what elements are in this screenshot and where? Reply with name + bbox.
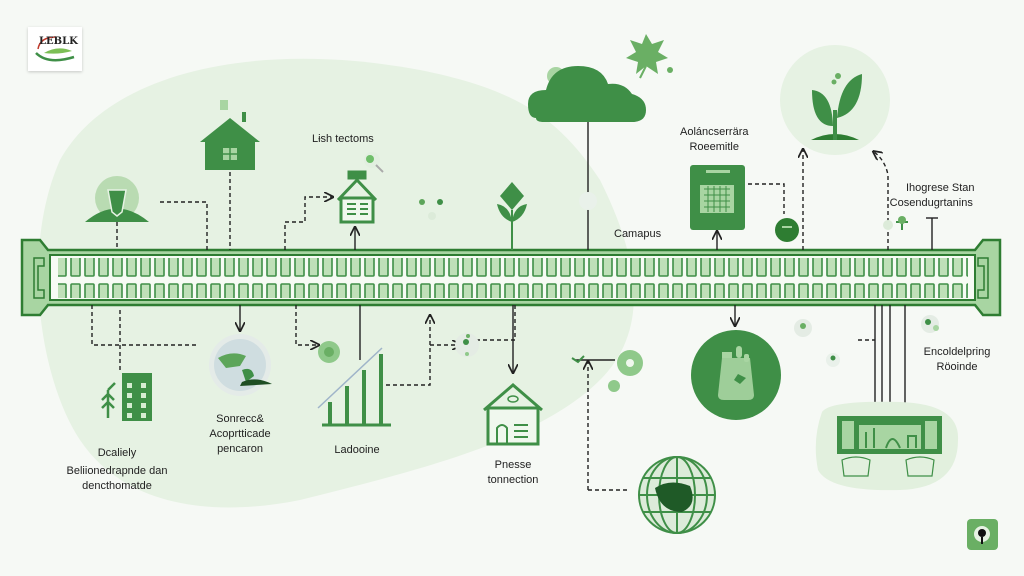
magnifier-icon — [364, 152, 384, 173]
label-line: Pnesse — [494, 459, 532, 471]
label-line: Acoprtticade — [209, 428, 271, 440]
flower-icon — [318, 341, 340, 363]
label-advanced: Aoláncserrära Roeemitle — [680, 125, 748, 155]
home-icon — [483, 383, 543, 446]
cloud-icon — [528, 66, 646, 122]
label-line: Encoldelpring — [923, 346, 991, 358]
label-line: Ladooine — [334, 444, 380, 456]
label-line: Ihogrese Stan — [906, 182, 975, 194]
lab-building-icon — [336, 170, 378, 224]
solar-panel-icon — [690, 165, 745, 230]
label-line: tonnection — [487, 474, 539, 486]
label-enable: Encoldelpring Röoinde — [912, 345, 1002, 375]
label-daily: Dcaliely Beliionedrapnde dan dencthomatd… — [52, 446, 182, 494]
molecule-icon — [416, 196, 446, 220]
label-campus: Camapus — [614, 227, 661, 242]
small-plant-icon — [883, 216, 908, 230]
display-board-icon — [815, 401, 959, 491]
label-line: Beliionedrapnde dan — [66, 465, 168, 477]
label-line: Aoláncserrära — [680, 126, 749, 138]
label-line: Roeemitle — [689, 141, 739, 153]
label-improve: Ihogrese Stan Cosendugrtanins — [888, 181, 975, 211]
molecule-icon-2 — [455, 333, 479, 357]
globe-gear-icon — [209, 334, 272, 396]
label-lish-tectoms: Lɨsh tectoms — [312, 132, 374, 147]
label-line: Lɨsh tectoms — [312, 133, 374, 145]
sensor-node-icon — [775, 218, 799, 242]
bottle-icon — [691, 330, 781, 420]
label-landline: Ladooine — [322, 443, 392, 458]
label-line: Cosendugrtanins — [889, 197, 973, 209]
badge-icon[interactable] — [967, 519, 998, 550]
main-bus — [20, 238, 1002, 317]
node-dot — [579, 192, 597, 210]
gear-clover-icon — [571, 350, 643, 392]
connectors-bottom — [91, 305, 906, 491]
connectors-top — [116, 100, 938, 250]
sprout-icon — [497, 182, 527, 250]
label-presse-connection: Pnesse tonnection — [473, 458, 553, 488]
bar-chart-icon — [317, 347, 391, 427]
label-line: Dcaliely — [97, 447, 137, 459]
label-line: pencaron — [217, 443, 263, 455]
label-source: Sonrecc& Acoprtticade pencaron — [190, 412, 290, 457]
leaf-icon — [626, 34, 673, 79]
plant-icon — [780, 45, 890, 155]
logo-text: LEBLK — [39, 36, 78, 47]
globe-icon — [638, 456, 716, 534]
connector-dot — [794, 315, 939, 367]
logo: LEBLK — [28, 27, 82, 71]
person-gear-icon — [85, 176, 149, 222]
label-line: dencthomatde — [82, 480, 152, 492]
office-building-icon — [101, 373, 152, 421]
label-line: Sonrecc& — [216, 413, 264, 425]
label-line: Camapus — [614, 228, 662, 240]
house-icon — [200, 100, 260, 170]
label-line: Röoinde — [936, 361, 978, 373]
